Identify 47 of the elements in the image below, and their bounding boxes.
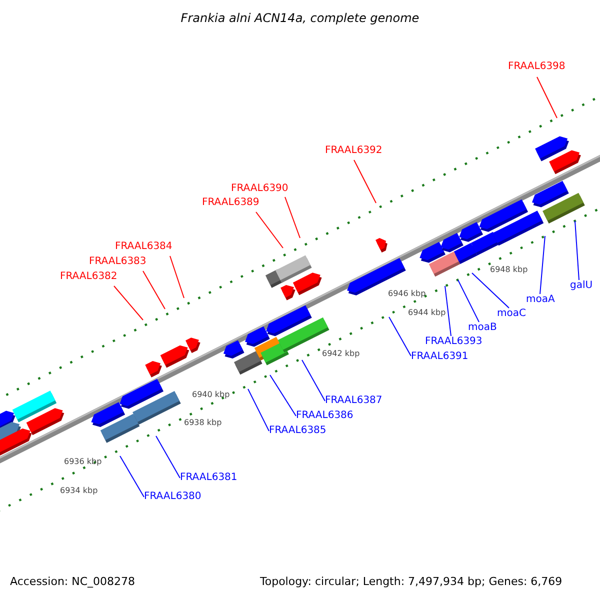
scale-label: 6942 kbp: [322, 350, 360, 358]
leader-line: [284, 196, 300, 238]
leader-line: [270, 374, 296, 416]
gene-label: FRAAL6392: [325, 146, 382, 156]
leader-line: [120, 456, 144, 498]
gene-label: moaB: [468, 323, 497, 333]
gene-label: FRAAL6383: [89, 257, 146, 267]
gene-label: FRAAL6390: [231, 184, 288, 194]
scale-label: 6934 kbp: [60, 487, 98, 495]
scale-label: 6948 kbp: [490, 266, 528, 274]
scale-label: 6944 kbp: [408, 309, 446, 317]
leader-line: [574, 220, 580, 280]
gene-label: moaC: [497, 309, 526, 319]
leader-line: [256, 212, 284, 248]
scale-label: 6938 kbp: [184, 419, 222, 427]
gene-label: FRAAL6398: [508, 62, 566, 72]
scale-label: 6946 kbp: [388, 290, 426, 298]
scale-label: 6936 kbp: [64, 458, 102, 466]
gene-label: FRAAL6381: [180, 473, 238, 483]
gene-label: galU: [570, 281, 593, 291]
leader-line: [458, 280, 480, 322]
gene-label: moaA: [526, 295, 555, 305]
gene-label: FRAAL6382: [60, 272, 118, 282]
gene-label: FRAAL6385: [269, 426, 326, 436]
gene-label: FRAAL6380: [144, 492, 202, 502]
leader-line: [354, 160, 376, 204]
genome-summary-text: Topology: circular; Length: 7,497,934 bp; Genes: 6,769: [260, 576, 562, 587]
gene-label: FRAAL6391: [411, 352, 468, 362]
gene-label: FRAAL6387: [325, 396, 382, 406]
leader-line: [444, 286, 452, 336]
leader-line: [536, 76, 558, 118]
leader-line: [248, 388, 270, 432]
leader-line: [540, 236, 546, 294]
scale-label: 6940 kbp: [192, 391, 230, 399]
leader-line: [472, 272, 510, 308]
gene-label: FRAAL6393: [425, 337, 482, 347]
accession-text: Accession: NC_008278: [10, 576, 136, 587]
leader-line: [302, 360, 326, 402]
leader-line: [388, 316, 412, 356]
leader-line: [114, 286, 144, 320]
leader-line: [156, 436, 180, 478]
diagram-title: Frankia alni ACN14a, complete genome: [180, 12, 420, 24]
gene-label: FRAAL6386: [296, 411, 354, 421]
leader-line: [142, 270, 166, 310]
gene-label: FRAAL6384: [115, 242, 172, 252]
gene-label: FRAAL6389: [202, 198, 260, 208]
leader-line: [170, 256, 184, 298]
